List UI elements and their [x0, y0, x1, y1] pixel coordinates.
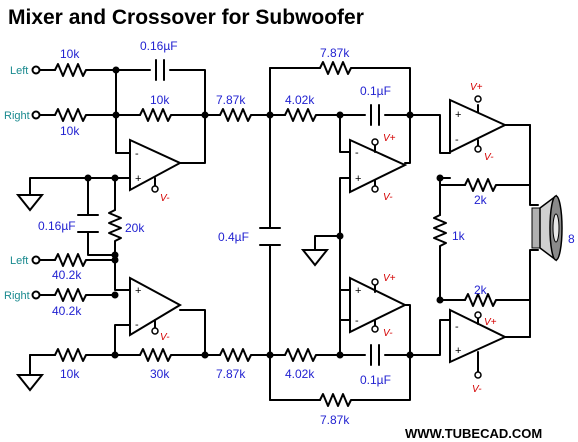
- svg-text:-: -: [135, 148, 139, 160]
- svg-text:0.16µF: 0.16µF: [38, 219, 76, 233]
- svg-text:V+: V+: [484, 317, 497, 328]
- supply-pins: [151, 95, 482, 379]
- svg-text:40.2k: 40.2k: [52, 304, 82, 318]
- opamps: [129, 98, 508, 364]
- svg-text:40.2k: 40.2k: [52, 268, 82, 282]
- svg-text:10k: 10k: [60, 124, 80, 138]
- diagram-title: Mixer and Crossover for Subwoofer: [8, 6, 364, 29]
- supply-labels: V- V- V+ V- V+ V- V+ V- V+ V-: [160, 82, 497, 395]
- svg-text:+: +: [455, 109, 461, 121]
- svg-text:V+: V+: [383, 273, 396, 284]
- svg-text:2k: 2k: [474, 283, 488, 297]
- input-labels: Left Right Left Right: [4, 65, 30, 302]
- svg-text:V+: V+: [470, 82, 483, 93]
- svg-text:0.1µF: 0.1µF: [360, 84, 391, 98]
- svg-text:7.87k: 7.87k: [320, 46, 350, 60]
- opamp-pin-signs: - + + - - + + - + - - +: [135, 109, 461, 357]
- speaker-icon: [531, 194, 563, 262]
- svg-text:+: +: [355, 173, 361, 185]
- input-right-top: Right: [4, 110, 30, 122]
- resistors: [54, 61, 501, 407]
- svg-text:V-: V-: [484, 152, 494, 163]
- input-terminals: [31, 65, 41, 300]
- svg-text:V-: V-: [160, 332, 170, 343]
- svg-text:V-: V-: [472, 384, 482, 395]
- opamp-filter-bottom: [349, 276, 408, 334]
- svg-text:10k: 10k: [60, 47, 80, 61]
- input-left-bottom: Left: [10, 255, 28, 267]
- svg-text:2k: 2k: [474, 193, 488, 207]
- svg-text:+: +: [355, 285, 361, 297]
- ground-symbols: [15, 194, 330, 392]
- svg-text:V-: V-: [383, 328, 393, 339]
- opamp-filter-top: [349, 138, 408, 194]
- svg-text:+: +: [135, 285, 141, 297]
- svg-text:4.02k: 4.02k: [285, 367, 315, 381]
- capacitors: [77, 59, 380, 366]
- svg-text:V-: V-: [160, 193, 170, 204]
- input-right-bottom: Right: [4, 290, 30, 302]
- svg-text:0.1µF: 0.1µF: [360, 373, 391, 387]
- website-url: WWW.TUBECAD.COM: [405, 426, 542, 441]
- svg-text:-: -: [355, 315, 359, 327]
- svg-text:0.4µF: 0.4µF: [218, 230, 249, 244]
- svg-text:-: -: [455, 321, 459, 333]
- svg-text:1k: 1k: [452, 229, 466, 243]
- junction-dots: [84, 66, 444, 359]
- svg-text:V+: V+: [383, 133, 396, 144]
- svg-text:-: -: [455, 134, 459, 146]
- opamp-mixer-top: [129, 138, 183, 192]
- input-left-top: Left: [10, 65, 28, 77]
- svg-text:0.16µF: 0.16µF: [140, 39, 178, 53]
- svg-text:30k: 30k: [150, 367, 170, 381]
- svg-text:+: +: [455, 345, 461, 357]
- svg-text:+: +: [135, 173, 141, 185]
- svg-text:V-: V-: [383, 192, 393, 203]
- svg-text:10k: 10k: [60, 367, 80, 381]
- svg-text:20k: 20k: [125, 221, 145, 235]
- svg-text:7.87k: 7.87k: [320, 413, 350, 427]
- component-labels: 10k 10k 0.16µF 10k 7.87k 10k 30k 7.87k 0…: [38, 39, 575, 427]
- svg-text:8: 8: [568, 232, 575, 246]
- svg-text:-: -: [135, 319, 139, 331]
- svg-text:-: -: [355, 147, 359, 159]
- svg-text:4.02k: 4.02k: [285, 93, 315, 107]
- svg-text:7.87k: 7.87k: [216, 93, 246, 107]
- svg-text:10k: 10k: [150, 93, 170, 107]
- svg-text:7.87k: 7.87k: [216, 367, 246, 381]
